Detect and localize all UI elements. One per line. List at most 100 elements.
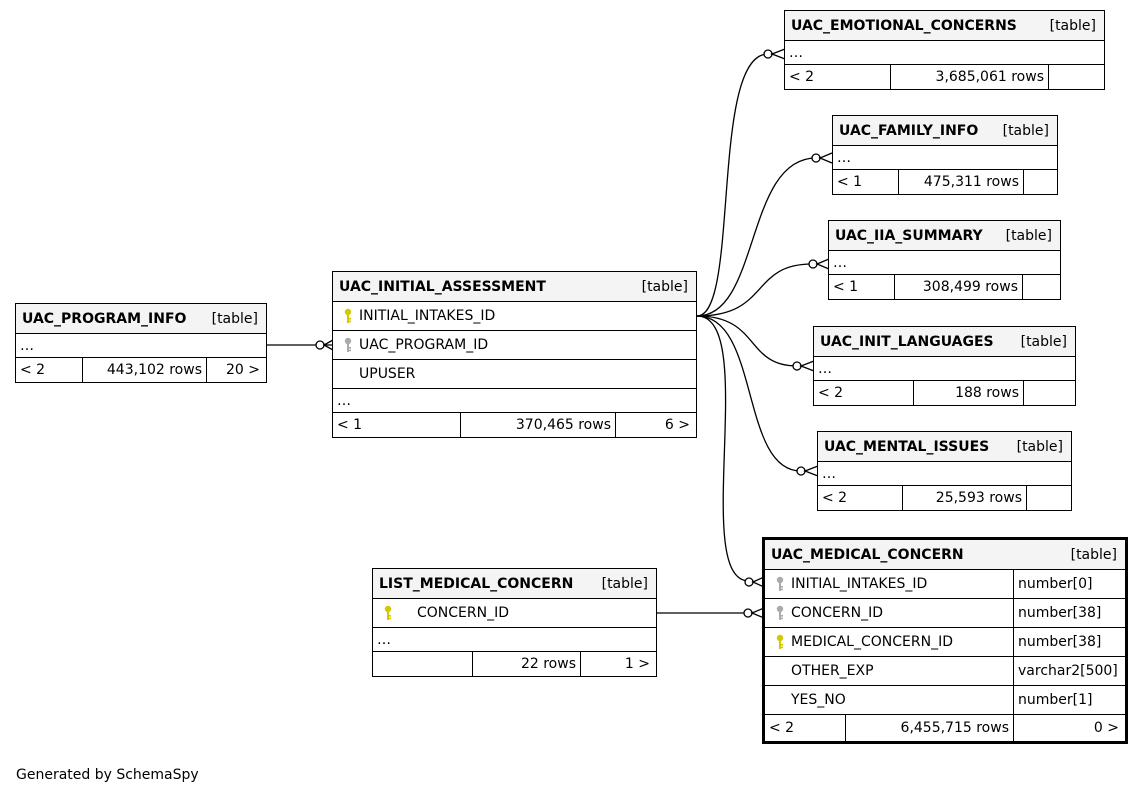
column-row[interactable]: INITIAL_INTAKES_ID xyxy=(333,302,696,331)
column-row[interactable]: UAC_PROGRAM_ID xyxy=(333,331,696,360)
table-name: UAC_MEDICAL_CONCERN xyxy=(771,546,964,563)
column-row[interactable]: MEDICAL_CONCERN_ID number[38] xyxy=(765,628,1125,657)
column-name: CONCERN_ID xyxy=(417,605,509,621)
columns-ellipsis: … xyxy=(785,41,1104,65)
table-type: [table] xyxy=(601,575,648,592)
column-datatype: number[0] xyxy=(1013,570,1125,598)
table-name: LIST_MEDICAL_CONCERN xyxy=(379,575,574,592)
column-row[interactable]: CONCERN_ID xyxy=(373,599,656,628)
table-uac-program-info[interactable]: UAC_PROGRAM_INFO [table] … < 2 443,102 r… xyxy=(15,303,267,383)
column-row[interactable]: INITIAL_INTAKES_ID number[0] xyxy=(765,570,1125,599)
table-header: UAC_IIA_SUMMARY [table] xyxy=(829,221,1060,251)
table-uac-emotional-concerns[interactable]: UAC_EMOTIONAL_CONCERNS [table] … < 2 3,6… xyxy=(784,10,1105,90)
table-header: UAC_EMOTIONAL_CONCERNS [table] xyxy=(785,11,1104,41)
parent-count: < 1 xyxy=(833,170,899,194)
table-type: [table] xyxy=(1020,333,1067,350)
column-datatype: number[38] xyxy=(1013,599,1125,627)
connector-initial-family xyxy=(696,157,817,317)
table-type: [table] xyxy=(1016,438,1063,455)
child-count xyxy=(1023,275,1060,299)
row-count: 25,593 rows xyxy=(903,486,1027,510)
columns-ellipsis: … xyxy=(373,628,656,652)
table-type: [table] xyxy=(1070,546,1117,563)
connector-initial-mental xyxy=(696,315,802,472)
table-type: [table] xyxy=(1005,227,1052,244)
table-header: UAC_PROGRAM_INFO [table] xyxy=(16,304,266,334)
parent-count: < 2 xyxy=(16,358,83,382)
table-name: UAC_MENTAL_ISSUES xyxy=(824,438,990,455)
child-count xyxy=(1024,381,1075,405)
crowfoot-icon xyxy=(799,360,815,372)
primary-key-icon xyxy=(337,308,359,324)
crowfoot-icon xyxy=(322,339,334,351)
child-count: 6 > xyxy=(664,417,690,433)
table-footer: < 2 6,455,715 rows 0 > xyxy=(765,715,1125,741)
table-footer: < 2 3,685,061 rows xyxy=(785,65,1104,89)
parent-count: < 2 xyxy=(765,715,846,741)
table-uac-medical-concern[interactable]: UAC_MEDICAL_CONCERN [table] INITIAL_INTA… xyxy=(762,537,1128,744)
column-datatype: varchar2[500] xyxy=(1013,657,1125,685)
table-footer: < 1 370,465 rows 6 > xyxy=(333,413,696,437)
columns-ellipsis: … xyxy=(833,146,1057,170)
columns-ellipsis: … xyxy=(333,389,696,413)
generated-by-label: Generated by SchemaSpy xyxy=(16,767,199,783)
child-count xyxy=(1049,65,1104,89)
column-name: YES_NO xyxy=(791,692,846,708)
table-footer: < 2 188 rows xyxy=(814,381,1075,405)
foreign-key-icon xyxy=(769,576,791,592)
parent-count: < 1 xyxy=(829,275,895,299)
columns-ellipsis: … xyxy=(818,462,1071,486)
primary-key-icon xyxy=(769,634,791,650)
table-header: UAC_FAMILY_INFO [table] xyxy=(833,116,1057,146)
table-footer: 22 rows 1 > xyxy=(373,652,656,676)
table-name: UAC_IIA_SUMMARY xyxy=(835,227,983,244)
table-name: UAC_INITIAL_ASSESSMENT xyxy=(339,278,546,295)
table-footer: < 1 308,499 rows xyxy=(829,275,1060,299)
table-name: UAC_EMOTIONAL_CONCERNS xyxy=(791,17,1017,34)
table-header: UAC_INIT_LANGUAGES [table] xyxy=(814,327,1075,357)
table-list-medical-concern[interactable]: LIST_MEDICAL_CONCERN [table] CONCERN_ID … xyxy=(372,568,657,677)
child-count: 1 > xyxy=(624,656,650,672)
columns-ellipsis: … xyxy=(16,334,266,358)
column-row[interactable]: UPUSER xyxy=(333,360,696,389)
row-count: 188 rows xyxy=(914,381,1024,405)
parent-count: < 2 xyxy=(814,381,914,405)
table-header: LIST_MEDICAL_CONCERN [table] xyxy=(373,569,656,599)
columns-ellipsis: … xyxy=(829,251,1060,275)
row-count: 22 rows xyxy=(473,652,581,676)
table-name: UAC_PROGRAM_INFO xyxy=(22,310,187,327)
crowfoot-icon xyxy=(750,607,765,619)
column-row[interactable]: OTHER_EXP varchar2[500] xyxy=(765,657,1125,686)
column-row[interactable]: YES_NO number[1] xyxy=(765,686,1125,715)
crowfoot-icon xyxy=(815,258,830,270)
column-name: MEDICAL_CONCERN_ID xyxy=(791,634,953,650)
crowfoot-icon xyxy=(770,48,786,60)
table-footer: < 2 443,102 rows 20 > xyxy=(16,358,266,382)
column-name: UPUSER xyxy=(359,366,416,382)
column-name: INITIAL_INTAKES_ID xyxy=(791,576,928,592)
table-uac-init-languages[interactable]: UAC_INIT_LANGUAGES [table] … < 2 188 row… xyxy=(813,326,1076,406)
crowfoot-icon xyxy=(818,152,833,164)
table-uac-mental-issues[interactable]: UAC_MENTAL_ISSUES [table] … < 2 25,593 r… xyxy=(817,431,1072,511)
crowfoot-icon xyxy=(803,465,819,477)
row-count: 3,685,061 rows xyxy=(891,65,1049,89)
connector-initial-iia xyxy=(696,263,813,317)
table-uac-initial-assessment[interactable]: UAC_INITIAL_ASSESSMENT [table] INITIAL_I… xyxy=(332,271,697,438)
row-count: 443,102 rows xyxy=(83,358,207,382)
table-type: [table] xyxy=(641,278,688,295)
table-uac-family-info[interactable]: UAC_FAMILY_INFO [table] … < 1 475,311 ro… xyxy=(832,115,1058,195)
crowfoot-icon xyxy=(751,576,765,588)
column-name: CONCERN_ID xyxy=(791,605,883,621)
table-uac-iia-summary[interactable]: UAC_IIA_SUMMARY [table] … < 1 308,499 ro… xyxy=(828,220,1061,300)
foreign-key-icon xyxy=(337,337,359,353)
table-footer: < 2 25,593 rows xyxy=(818,486,1071,510)
row-count: 6,455,715 rows xyxy=(846,715,1014,741)
row-count: 308,499 rows xyxy=(895,275,1023,299)
column-row[interactable]: CONCERN_ID number[38] xyxy=(765,599,1125,628)
table-header: UAC_MEDICAL_CONCERN [table] xyxy=(765,540,1125,570)
child-count: 20 > xyxy=(226,362,260,378)
table-name: UAC_INIT_LANGUAGES xyxy=(820,333,994,350)
column-name: OTHER_EXP xyxy=(791,663,874,679)
column-name: INITIAL_INTAKES_ID xyxy=(359,308,496,324)
